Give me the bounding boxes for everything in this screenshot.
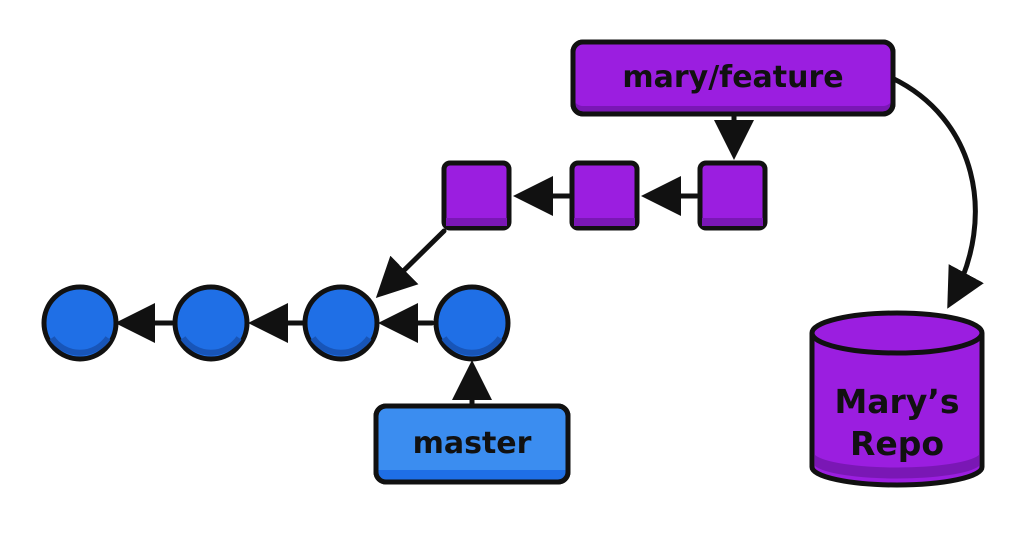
- repository-cylinder-icon: Mary’s Repo: [809, 310, 985, 488]
- feature-commit: [697, 160, 768, 231]
- repo-label-line2: Repo: [850, 424, 944, 463]
- feature-branch-label: mary/feature: [570, 39, 896, 117]
- master-commit: [172, 284, 250, 362]
- feature-commit: [569, 160, 640, 231]
- master-commit: [433, 284, 511, 362]
- master-branch-label-text: master: [413, 426, 532, 461]
- master-commit: [41, 284, 119, 362]
- repo-label-line1: Mary’s: [834, 382, 959, 421]
- push-to-repo-arrow: [889, 75, 984, 309]
- branch-origin-arrow: [375, 228, 447, 299]
- feature-commit: [441, 160, 512, 231]
- master-commit: [302, 284, 380, 362]
- feature-branch-label-text: mary/feature: [622, 60, 843, 95]
- master-branch-label: master: [373, 403, 571, 485]
